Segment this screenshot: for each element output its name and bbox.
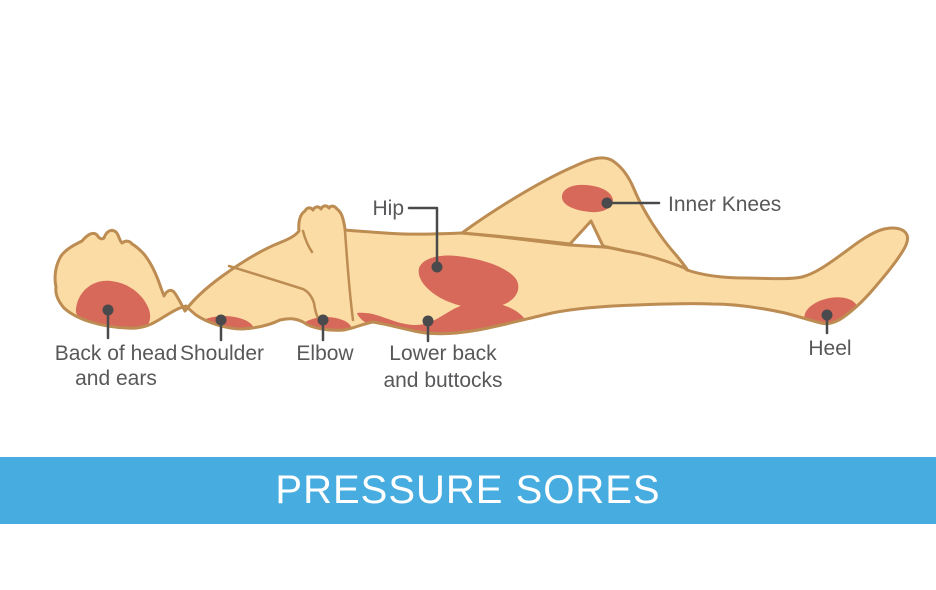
label-lower-back-line2: and buttocks	[383, 369, 502, 392]
label-inner-knees: Inner Knees	[668, 193, 781, 216]
hip-marker-dot	[431, 261, 443, 273]
banner-title: PRESSURE SORES	[275, 468, 661, 512]
title-banner: PRESSURE SORES	[0, 457, 936, 524]
back-of-head-sore	[75, 280, 151, 328]
hip-marker-line	[407, 206, 439, 269]
label-elbow: Elbow	[296, 342, 354, 365]
heel-marker-dot	[821, 309, 833, 321]
label-markers	[102, 197, 833, 343]
elbow-marker-dot	[317, 314, 329, 326]
label-back-of-head-line2: and ears	[75, 367, 157, 390]
label-hip: Hip	[372, 197, 404, 220]
label-shoulder: Shoulder	[180, 342, 264, 365]
hip-sore	[418, 255, 519, 309]
inner-knee-sore	[561, 184, 613, 213]
shoulder-marker-dot	[215, 314, 227, 326]
labels: Back of head and ears Shoulder Elbow Low…	[55, 193, 852, 392]
label-heel: Heel	[808, 337, 851, 360]
label-back-of-head-line1: Back of head	[55, 342, 178, 365]
inner-knees-marker-dot	[601, 197, 613, 209]
lower-back-marker-dot	[422, 315, 434, 327]
arm-detail-lines	[227, 229, 355, 324]
back-of-head-marker-dot	[102, 304, 114, 316]
label-lower-back-line1: Lower back	[389, 342, 497, 365]
